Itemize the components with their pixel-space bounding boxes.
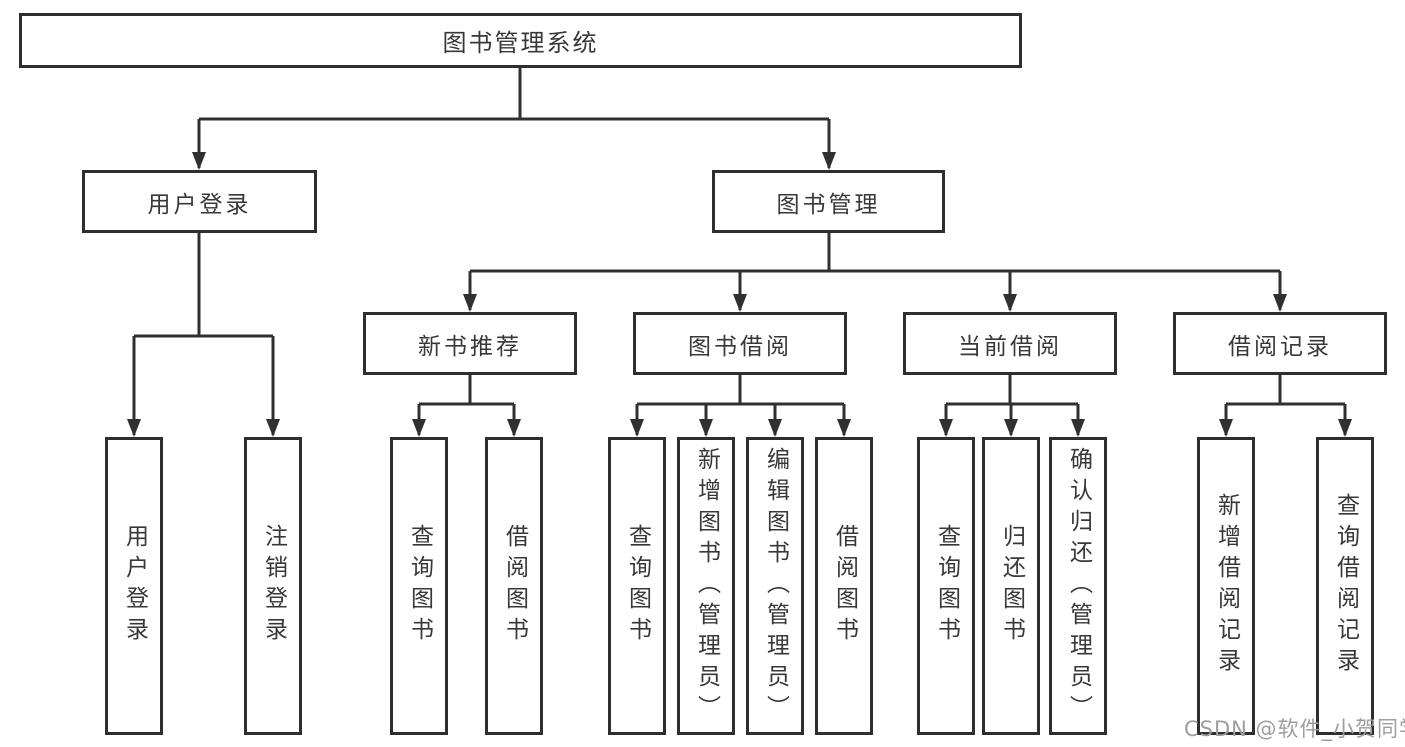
leaf-current-confirm-return-admin: 确认归还（管理员）	[1049, 437, 1107, 735]
leaf-borrow-borrow-books: 借阅图书	[815, 437, 873, 735]
leaf-newbook-borrow-books-label: 借阅图书	[501, 524, 528, 648]
connector-trunks	[134, 68, 1345, 406]
leaf-logout-label: 注销登录	[260, 524, 287, 648]
watermark: CSDN @软件_小贺同学	[1184, 717, 1405, 741]
leaf-borrow-borrow-books-label: 借阅图书	[831, 524, 858, 648]
node-book-management: 图书管理	[712, 170, 945, 233]
leaf-newbook-query-books: 查询图书	[390, 437, 448, 735]
leaf-borrow-edit-books-admin-label: 编辑图书（管理员）	[762, 446, 789, 726]
leaf-current-return-books: 归还图书	[982, 437, 1040, 735]
node-borrowing-records: 借阅记录	[1173, 312, 1387, 375]
leaf-borrow-query-books: 查询图书	[608, 437, 666, 735]
leaf-borrow-add-books-admin: 新增图书（管理员）	[677, 437, 735, 735]
leaf-records-query-record: 查询借阅记录	[1316, 437, 1374, 735]
leaf-newbook-query-books-label: 查询图书	[406, 524, 433, 648]
leaf-records-add-record: 新增借阅记录	[1197, 437, 1255, 735]
node-library-management-system: 图书管理系统	[19, 13, 1022, 68]
leaf-current-return-books-label: 归还图书	[998, 524, 1025, 648]
leaf-borrow-add-books-admin-label: 新增图书（管理员）	[693, 446, 720, 726]
leaf-borrow-edit-books-admin: 编辑图书（管理员）	[746, 437, 804, 735]
leaf-current-confirm-return-admin-label: 确认归还（管理员）	[1065, 446, 1092, 726]
node-current-borrowing: 当前借阅	[903, 312, 1117, 375]
node-user-login: 用户登录	[82, 170, 317, 233]
leaf-newbook-borrow-books: 借阅图书	[485, 437, 543, 735]
node-new-book-recommend: 新书推荐	[363, 312, 577, 375]
leaf-records-add-record-label: 新增借阅记录	[1213, 493, 1240, 679]
leaf-user-login-label: 用户登录	[121, 524, 148, 648]
node-book-borrowing: 图书借阅	[633, 312, 847, 375]
leaf-user-login: 用户登录	[105, 437, 163, 735]
leaf-borrow-query-books-label: 查询图书	[624, 524, 651, 648]
leaf-logout: 注销登录	[244, 437, 302, 735]
leaf-current-query-books-label: 查询图书	[933, 524, 960, 648]
leaf-current-query-books: 查询图书	[917, 437, 975, 735]
leaf-records-query-record-label: 查询借阅记录	[1332, 493, 1359, 679]
